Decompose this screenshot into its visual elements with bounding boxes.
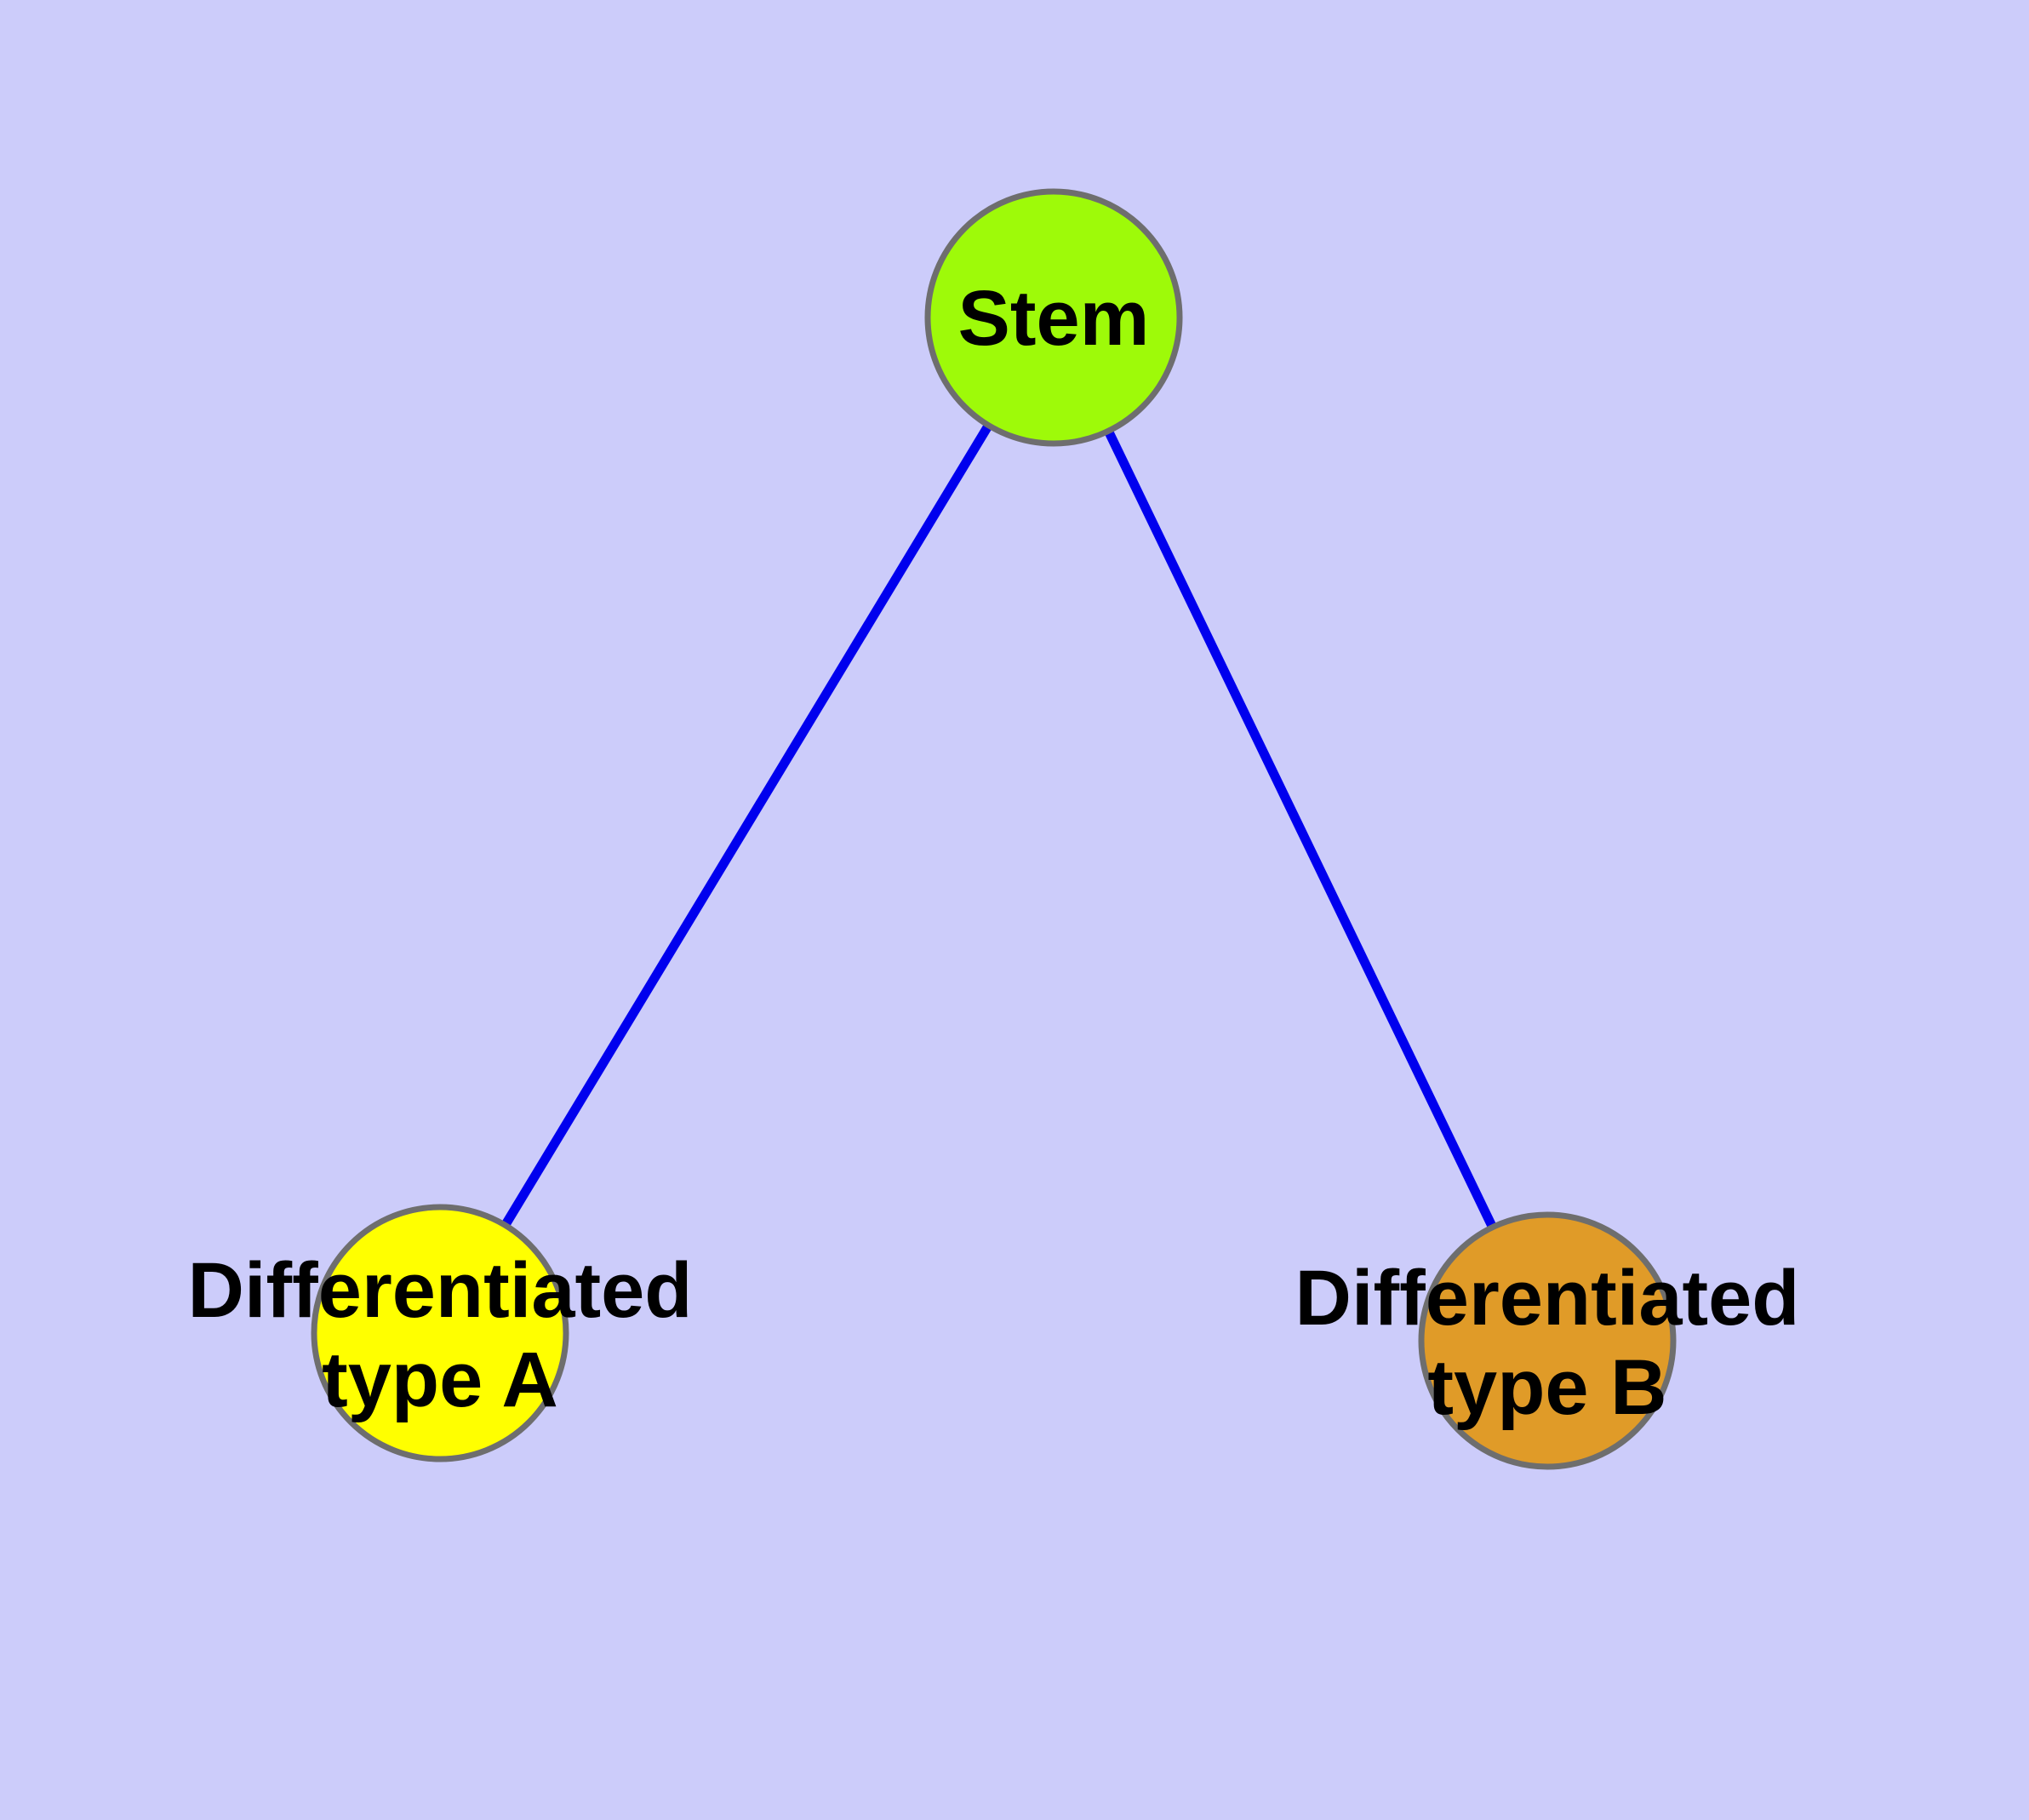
- edge-stem-to-diff-b[interactable]: [1049, 315, 1552, 1343]
- node-diff-a[interactable]: Differentiated type A: [188, 1204, 693, 1462]
- node-diff-a-label-line-1: Differentiated: [188, 1247, 693, 1334]
- edge-stem-to-diff-a[interactable]: [436, 315, 1058, 1336]
- node-stem-label-line-1: Stem: [958, 275, 1150, 362]
- node-stem[interactable]: Stem: [924, 188, 1183, 447]
- node-stem-circle[interactable]: [924, 188, 1183, 447]
- edge-group: [436, 315, 1552, 1343]
- node-diff-a-label-line-2: type A: [322, 1336, 558, 1423]
- node-diff-a-circle[interactable]: [311, 1204, 569, 1462]
- node-diff-b-label-line-1: Differentiated: [1295, 1255, 1800, 1342]
- node-diff-b[interactable]: Differentiated type B: [1295, 1211, 1800, 1470]
- node-diff-b-label-line-2: type B: [1427, 1344, 1666, 1431]
- node-diff-b-circle[interactable]: [1418, 1211, 1677, 1470]
